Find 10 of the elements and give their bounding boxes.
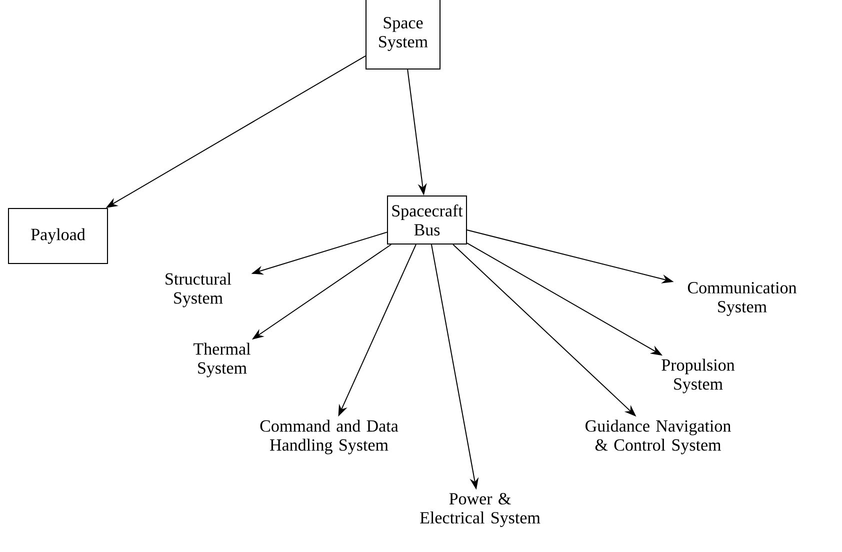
subsystem-label: Guidance Navigation & Control System [586,420,731,454]
subsystem-label: Structural System [166,272,232,308]
process-box: Space System [366,0,440,70]
subsystem-label: Thermal System [194,342,250,378]
subsystem-label: Communication System [688,282,797,316]
process-box: Payload [8,208,108,264]
process-box: Spacecraft Bus [387,196,467,244]
subsystem-label: Command and Data Handling System [260,420,398,454]
subsystem-label: Propulsion System [662,358,735,394]
subsystem-label: Power & Electrical System [420,493,540,527]
